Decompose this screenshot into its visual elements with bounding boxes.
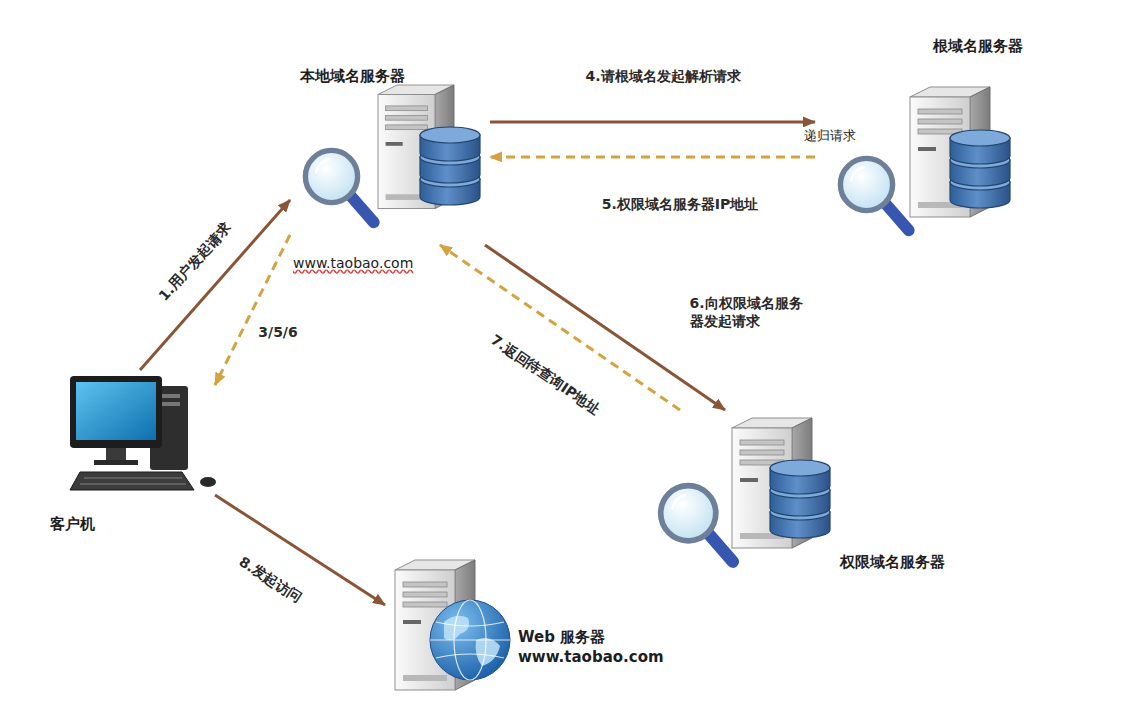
graphic-part bbox=[70, 376, 162, 448]
graphic-part bbox=[386, 115, 428, 120]
graphic-part bbox=[200, 477, 216, 487]
step-label: 1.用户发起请求 bbox=[154, 218, 236, 306]
node-title: 权限域名服务器 bbox=[840, 553, 945, 571]
step-label: 4.请根域名发起解析请求 bbox=[583, 68, 742, 86]
graphic-part bbox=[350, 195, 374, 223]
graphic-part bbox=[740, 450, 784, 455]
graphic-part bbox=[740, 478, 758, 482]
dns-server-node: 权限域名服务器 bbox=[650, 410, 950, 575]
step-label: 6.向权限域名服务器发起请求 bbox=[688, 295, 817, 330]
response-arrow bbox=[490, 155, 815, 158]
graphic-part bbox=[840, 158, 892, 210]
graphic-part bbox=[403, 602, 447, 607]
database-icon bbox=[420, 127, 480, 205]
node-illustration bbox=[45, 370, 215, 535]
node-title: 根域名服务器 bbox=[933, 37, 1023, 55]
node-title: 本地域名服务器 bbox=[300, 67, 405, 85]
magnifier-icon bbox=[840, 158, 908, 230]
graphic-part bbox=[672, 495, 685, 508]
graphic-part bbox=[316, 159, 329, 172]
graphic-part bbox=[420, 127, 480, 143]
node-subtitle: www.taobao.com bbox=[518, 648, 664, 666]
step-label: 3/5/6 bbox=[256, 324, 299, 342]
dns-server-node: 本地域名服务器 bbox=[290, 65, 490, 245]
graphic-part bbox=[661, 486, 716, 541]
node-title: Web 服务器 bbox=[518, 628, 605, 646]
step-label: 5.权限域名服务器IP地址 bbox=[600, 196, 761, 214]
magnifier-icon bbox=[661, 486, 733, 562]
graphic-part bbox=[386, 125, 428, 130]
graphic-part bbox=[403, 675, 447, 681]
database-icon bbox=[770, 460, 830, 538]
graphic-part bbox=[430, 639, 510, 640]
globe-icon bbox=[430, 600, 510, 680]
graphic-part bbox=[94, 460, 138, 465]
graphic-part bbox=[918, 109, 962, 114]
node-illustration bbox=[385, 550, 670, 695]
web-server-node: Web 服务器 www.taobao.com bbox=[385, 550, 670, 695]
graphic-part bbox=[70, 472, 194, 490]
graphic-part bbox=[106, 448, 126, 460]
domain-label: www.taobao.com bbox=[292, 255, 414, 272]
graphic-part bbox=[918, 119, 962, 124]
graphic-part bbox=[305, 150, 357, 202]
annotation-label: 递归请求 bbox=[803, 128, 857, 144]
graphic-part bbox=[80, 478, 186, 484]
client-node: 客户机 bbox=[45, 370, 215, 535]
request-arrow bbox=[490, 120, 815, 123]
graphic-part bbox=[403, 582, 447, 587]
graphic-part bbox=[403, 620, 421, 624]
graphic-part bbox=[386, 142, 403, 146]
graphic-part bbox=[885, 203, 909, 231]
graphic-part bbox=[403, 592, 447, 597]
graphic-part bbox=[476, 638, 500, 666]
graphic-part bbox=[707, 532, 733, 561]
database-icon bbox=[950, 130, 1010, 208]
request-arrow bbox=[140, 200, 290, 370]
graphic-part bbox=[436, 622, 504, 658]
response-arrow bbox=[215, 235, 290, 385]
magnifier-icon bbox=[305, 150, 373, 222]
node-illustration bbox=[650, 410, 950, 575]
graphic-part bbox=[740, 440, 784, 445]
graphic-part bbox=[76, 382, 156, 440]
node-title: 客户机 bbox=[50, 515, 95, 533]
graphic-part bbox=[430, 600, 510, 680]
graphic-part bbox=[918, 147, 936, 151]
step-label: 8.发起访问 bbox=[234, 552, 306, 608]
graphic-part bbox=[386, 106, 428, 111]
graphic-part bbox=[851, 167, 864, 180]
graphic-part bbox=[950, 130, 1010, 146]
node-illustration bbox=[290, 65, 490, 245]
graphic-part bbox=[770, 460, 830, 476]
step-label: 7.返回待查询IP地址 bbox=[485, 330, 604, 419]
computer-icon bbox=[70, 376, 216, 490]
